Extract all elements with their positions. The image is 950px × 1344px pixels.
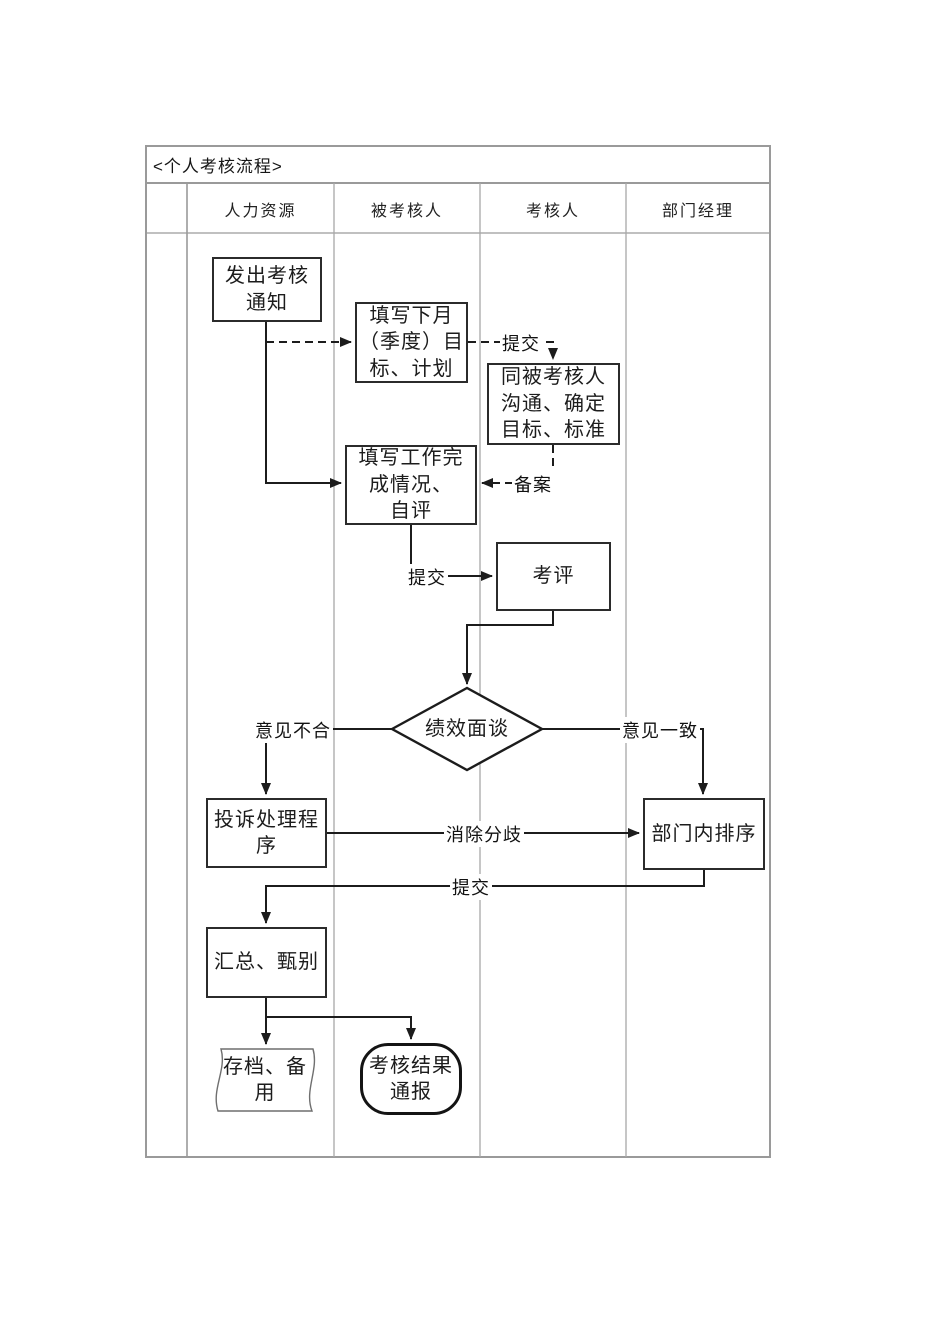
edge-label-submit-rank: 提交 bbox=[450, 874, 492, 900]
edge-interview-to-ranking bbox=[542, 728, 708, 795]
page-title: <个人考核流程> bbox=[153, 157, 283, 176]
archive-document-shape bbox=[215, 1048, 316, 1112]
node-complaint: 投诉处理程 序 bbox=[206, 798, 327, 868]
lane-header-assessor: 考核人 bbox=[525, 202, 580, 220]
lane-header-dept-manager: 部门经理 bbox=[661, 202, 734, 220]
edge-label-submit-goals: 提交 bbox=[500, 330, 542, 356]
edge-notice-to-selfreview bbox=[265, 322, 342, 488]
lane-header-assessee: 被考核人 bbox=[370, 202, 443, 220]
lane-header-hr: 人力资源 bbox=[224, 202, 297, 220]
edge-summarize-to-announce bbox=[266, 1016, 416, 1040]
flow-edges bbox=[261, 322, 708, 1045]
edge-label-record: 备案 bbox=[512, 471, 554, 497]
edge-label-disagree: 意见不合 bbox=[253, 717, 333, 743]
node-self-review: 填写工作完 成情况、 自评 bbox=[345, 445, 477, 525]
edge-label-agree: 意见一致 bbox=[620, 717, 700, 743]
node-appraise: 考评 bbox=[496, 542, 611, 611]
node-confirm-goals: 同被考核人 沟通、确定 目标、标准 bbox=[487, 363, 620, 445]
node-issue-notice: 发出考核 通知 bbox=[212, 257, 322, 322]
edge-label-resolve: 消除分歧 bbox=[444, 821, 524, 847]
edge-label-submit-review: 提交 bbox=[406, 564, 448, 590]
interview-diamond-shape bbox=[389, 686, 545, 772]
edge-fillgoals-to-confirm bbox=[468, 341, 558, 360]
edge-appraise-to-interview bbox=[462, 611, 554, 685]
node-announce: 考核结果 通报 bbox=[360, 1043, 462, 1115]
swimlane-grid bbox=[145, 145, 771, 1158]
edge-confirm-to-selfreview bbox=[481, 445, 554, 488]
node-interview-label: 绩效面谈 bbox=[425, 717, 509, 740]
node-fill-goals: 填写下月 （季度）目 标、计划 bbox=[355, 302, 468, 383]
node-dept-ranking: 部门内排序 bbox=[643, 798, 765, 870]
node-summarize: 汇总、甄别 bbox=[206, 927, 327, 998]
node-archive-label: 存档、备 用 bbox=[223, 1055, 307, 1104]
